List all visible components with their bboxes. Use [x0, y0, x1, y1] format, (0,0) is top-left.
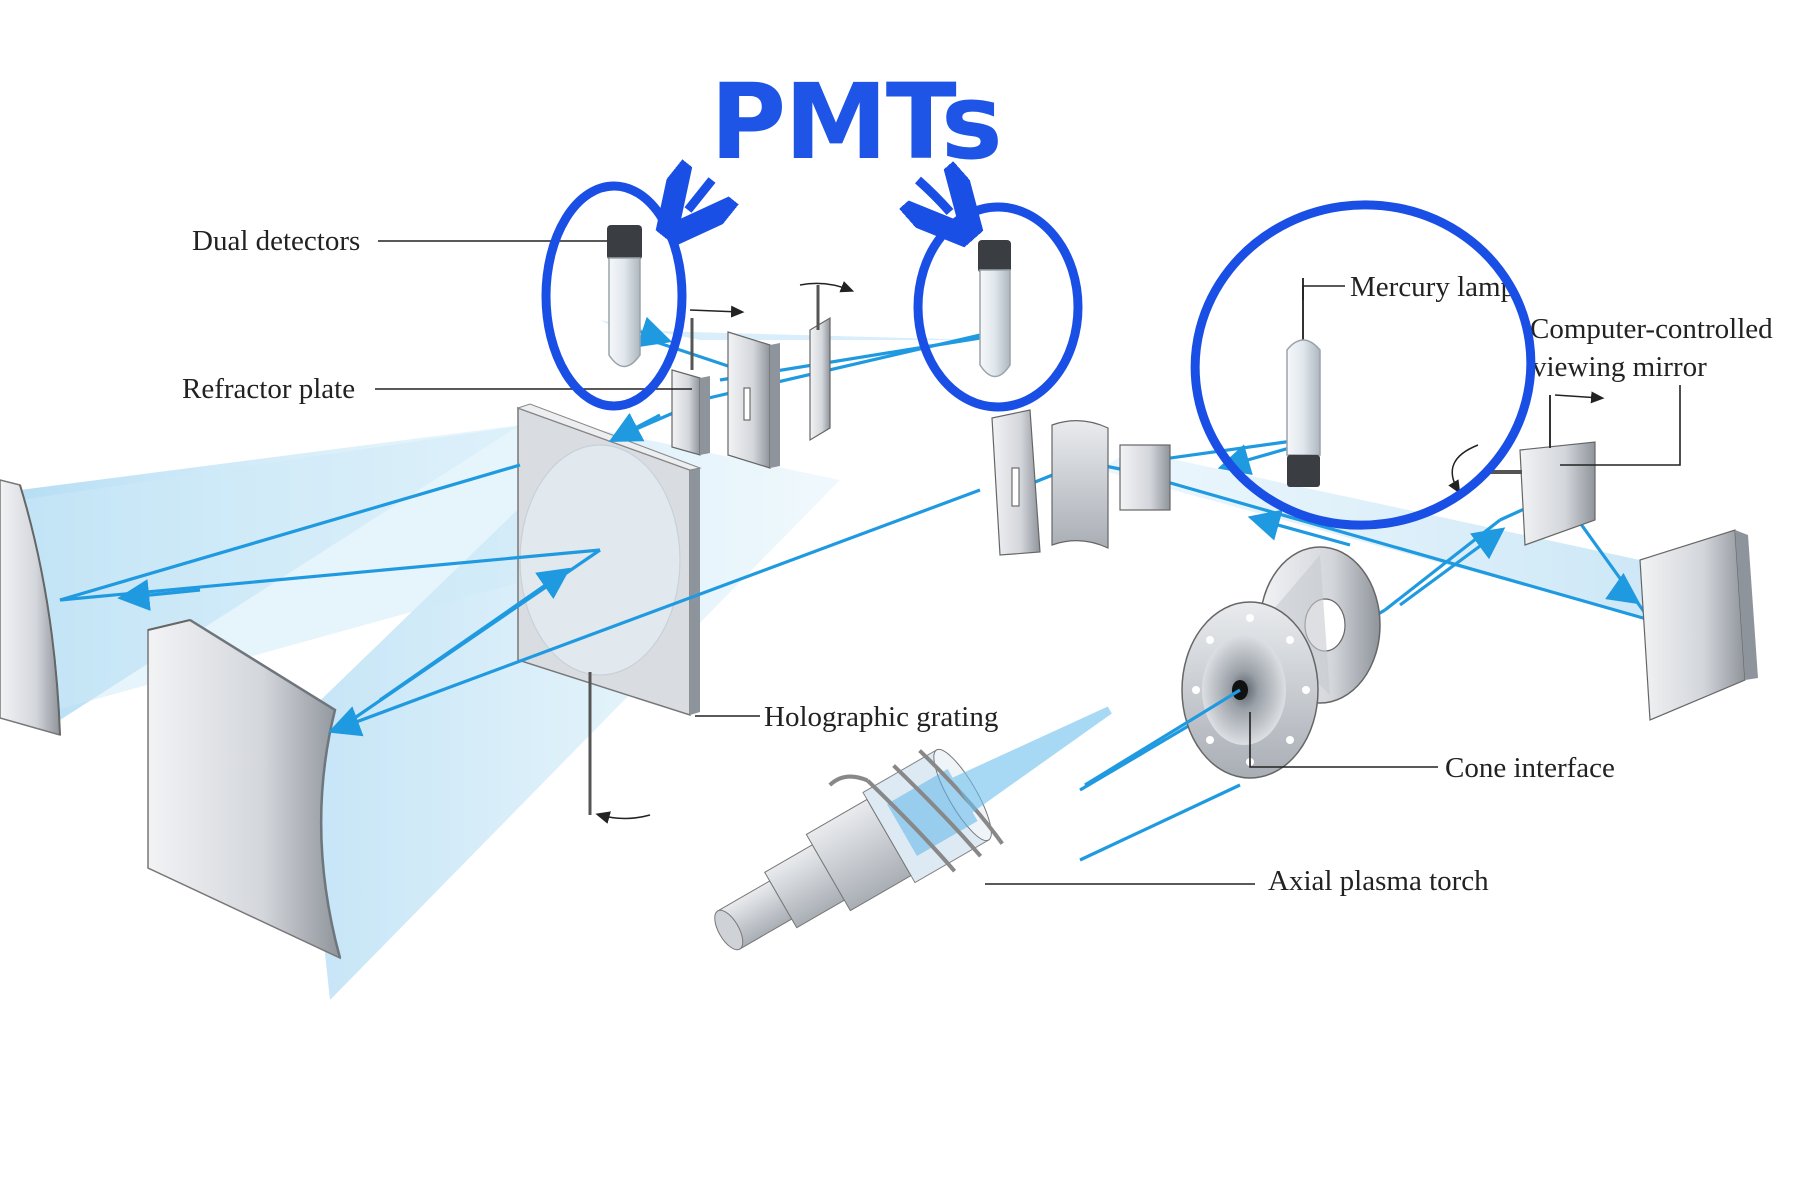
left-collimating-mirror: [0, 479, 61, 737]
mercury-lamp: [1286, 278, 1321, 487]
leader-lines: [375, 240, 1681, 885]
left-pmt-highlight-circle: [541, 181, 687, 411]
pmts-handwritten-text: PMTs: [710, 61, 1001, 183]
label-dual-detectors: Dual detectors: [192, 225, 360, 257]
label-viewing-mirror-line2: viewing mirror: [1532, 351, 1707, 383]
label-cone-interface: Cone interface: [1445, 752, 1615, 784]
label-holographic-grating: Holographic grating: [764, 701, 998, 733]
light-fans: [20, 320, 1650, 1000]
viewing-mirror: [1448, 391, 1605, 546]
left-pmt-detector: [607, 225, 642, 368]
refractor-plate: [671, 318, 710, 456]
entrance-slit-plate: [727, 331, 780, 469]
exit-slit-plate: [991, 409, 1041, 556]
label-refractor-plate: Refractor plate: [182, 373, 355, 405]
small-mirror-block: [1119, 444, 1171, 511]
axial-plasma-torch: [714, 706, 1112, 951]
right-flat-mirror: [1639, 529, 1758, 721]
right-pmt-highlight-circle: [913, 202, 1083, 412]
rotating-plate: [689, 281, 855, 442]
label-viewing-mirror-line1: Computer-controlled: [1530, 313, 1773, 345]
right-pmt-detector: [978, 240, 1011, 378]
curved-lens: [1051, 420, 1109, 549]
label-mercury-lamp: Mercury lamp: [1350, 271, 1515, 303]
camera-mirror: [147, 618, 342, 960]
label-axial-plasma-torch: Axial plasma torch: [1268, 865, 1489, 897]
mercury-lamp-highlight-circle: [1190, 200, 1536, 530]
cone-interface: [1181, 546, 1381, 779]
handwritten-annotation: PMTs: [541, 61, 1536, 530]
